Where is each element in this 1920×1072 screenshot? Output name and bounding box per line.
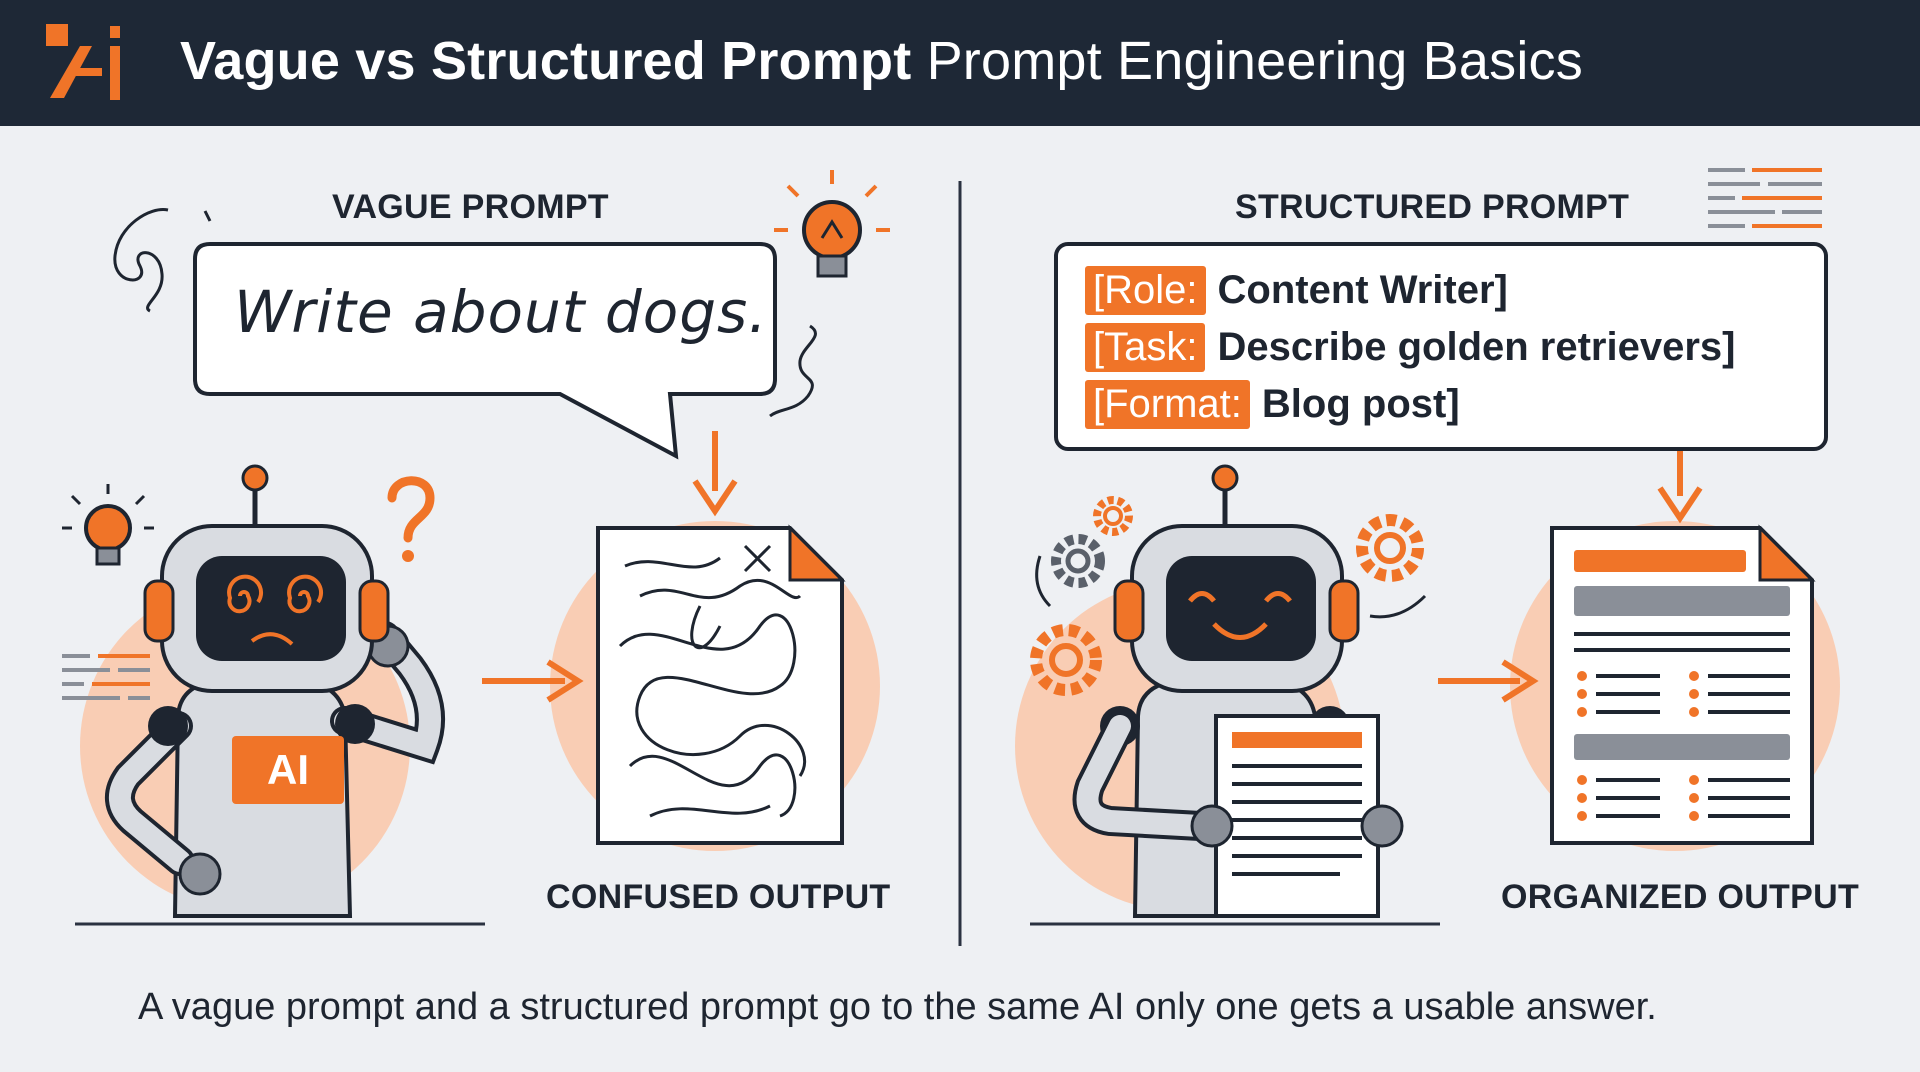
text-lines-icon-left	[62, 654, 150, 700]
role-tag: [Role:	[1085, 266, 1206, 315]
robot-ai-badge: AI	[232, 736, 344, 804]
happy-robot	[1072, 464, 1404, 918]
illustration-art	[62, 168, 1840, 946]
structured-prompt-label: STRUCTURED PROMPT	[1235, 188, 1630, 226]
format-tag: [Format:	[1085, 380, 1250, 429]
cycle-arrow-left	[1035, 555, 1052, 608]
vague-prompt-text: Write about dogs.	[234, 278, 768, 346]
right-arrow-left	[482, 659, 584, 703]
caption-text: A vague prompt and a structured prompt g…	[138, 986, 1657, 1028]
gear-icon-small	[1093, 496, 1133, 536]
header-bar: Vague vs Structured Prompt Prompt Engine…	[0, 0, 1920, 126]
down-arrow-right	[1657, 451, 1703, 524]
lightbulb-icon-left	[62, 484, 154, 566]
role-text: Content Writer]	[1217, 268, 1508, 312]
lightbulb-icon-top	[774, 170, 890, 278]
structured-line-format: [Format:Blog post]	[1085, 380, 1460, 429]
structured-line-role: [Role:Content Writer]	[1085, 266, 1508, 315]
gear-icon-right	[1356, 514, 1424, 582]
structured-line-task: [Task:Describe golden retrievers]	[1085, 323, 1735, 372]
format-text: Blog post]	[1261, 382, 1460, 426]
title-light: Prompt Engineering Basics	[926, 31, 1583, 91]
down-arrow-left	[692, 431, 738, 517]
scribble-left	[113, 208, 169, 313]
cycle-arrow-right	[1369, 594, 1427, 619]
organized-output-label: ORGANIZED OUTPUT	[1501, 878, 1860, 916]
confused-output-document	[596, 524, 846, 845]
gear-icon-large-left	[1030, 624, 1102, 696]
title-bold: Vague vs Structured Prompt	[180, 31, 912, 91]
ai-logo-icon	[46, 24, 120, 100]
task-text: Describe golden retrievers]	[1217, 325, 1736, 369]
confused-output-label: CONFUSED OUTPUT	[546, 878, 891, 916]
speech-bubble	[193, 242, 777, 460]
question-mark-icon	[387, 476, 435, 543]
bullet-rows-top	[1577, 671, 1790, 717]
organized-output-document	[1550, 524, 1816, 845]
scribble-right	[769, 324, 817, 418]
bullet-rows-bottom	[1577, 775, 1790, 821]
illustration-stage: VAGUE PROMPT Write about dogs. AI CONFUS…	[0, 126, 1920, 1072]
page-title: Vague vs Structured Prompt Prompt Engine…	[180, 30, 1583, 92]
task-tag: [Task:	[1085, 323, 1206, 372]
gear-icon-gray	[1051, 534, 1105, 588]
right-arrow-right	[1438, 659, 1539, 703]
tangled-scribble	[618, 544, 807, 818]
text-lines-icon-right	[1708, 168, 1822, 228]
vague-prompt-label: VAGUE PROMPT	[332, 188, 609, 226]
